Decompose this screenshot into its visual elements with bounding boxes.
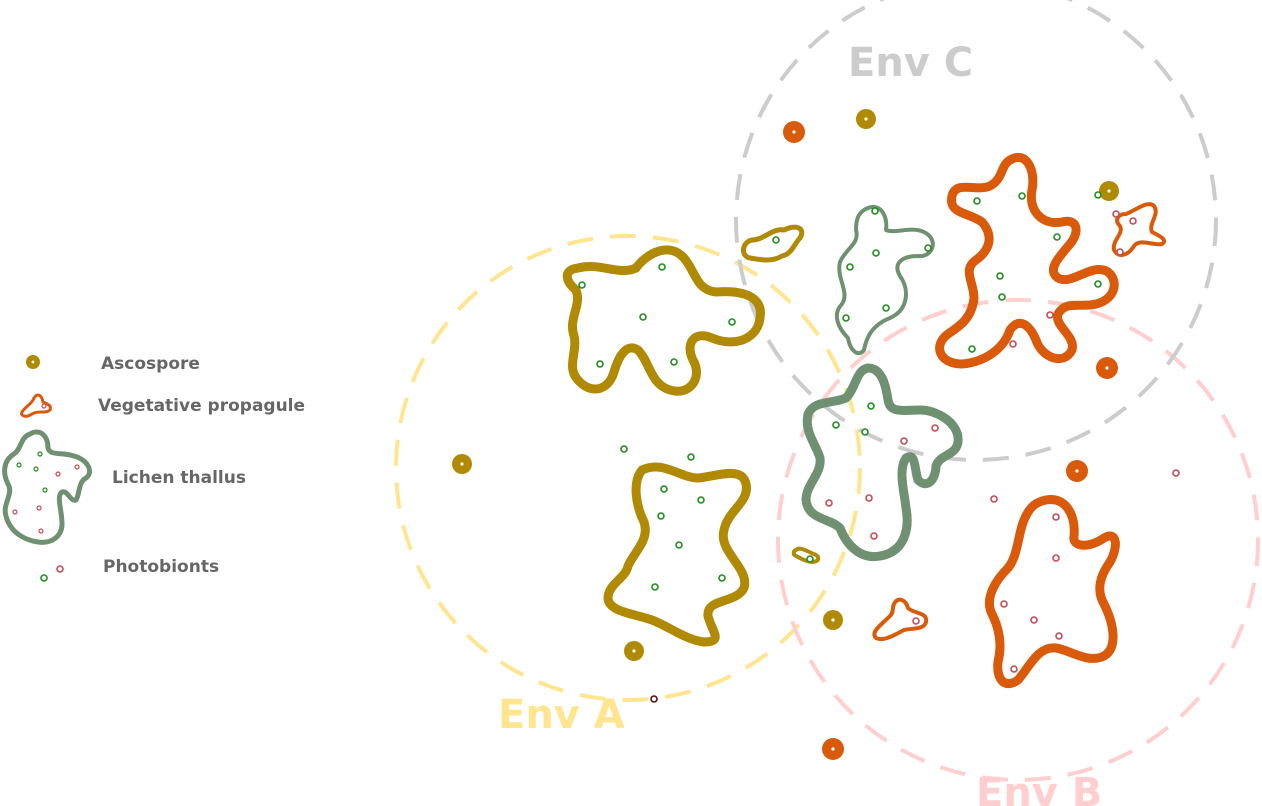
lichen-thallus-green-upper — [834, 204, 935, 356]
ascospore-olive-1 — [856, 109, 876, 129]
vegetative-propagule-orange-bottom — [872, 597, 929, 641]
free-photobiont-dark — [650, 695, 658, 703]
vegetative-propagule-olive-small — [791, 546, 821, 564]
lichen-thallus-olive-upper — [562, 245, 765, 396]
ascospore-olive-3 — [452, 454, 472, 474]
lichen-thallus-olive-lower — [603, 462, 751, 647]
env-c-boundary — [734, 0, 1218, 462]
legend: Ascospore Vegetative propagule Lichen th… — [2, 354, 305, 582]
free-photobiont-red — [1172, 469, 1180, 477]
env-b-label: Env B — [976, 770, 1102, 806]
legend-photobionts-label: Photobionts — [103, 557, 219, 577]
vegetative-propagule-orange-right — [1111, 202, 1167, 257]
ascospore-olive-5 — [823, 610, 843, 630]
vegetative-propagule-icon — [20, 393, 52, 418]
ascospore-olive-4 — [624, 641, 644, 661]
env-a-boundary — [394, 234, 862, 702]
lichen-thallus-orange-upper — [935, 153, 1119, 369]
lichen-thallus-green-lower — [801, 363, 963, 562]
free-photobiont-green — [687, 453, 695, 461]
lichen-thallus-orange-lower — [984, 495, 1120, 689]
ascospore-icon — [26, 355, 40, 369]
legend-propagule-label: Vegetative propagule — [98, 396, 305, 416]
legend-ascospore-label: Ascospore — [101, 354, 200, 374]
free-photobiont-green — [1094, 191, 1102, 199]
ascospore-orange-3 — [1066, 460, 1088, 482]
ascospore-orange-4 — [822, 738, 844, 760]
vegetative-propagule-olive — [741, 224, 805, 263]
ascospore-orange-1 — [783, 121, 805, 143]
env-c-label: Env C — [848, 40, 973, 86]
ascospore-orange-2 — [1096, 357, 1118, 379]
photobionts-icon — [40, 565, 64, 582]
lichen-thallus-icon — [2, 429, 92, 545]
env-a-label: Env A — [498, 692, 625, 738]
env-b-boundary — [776, 298, 1260, 782]
legend-thallus-label: Lichen thallus — [112, 468, 246, 488]
free-photobiont-green — [620, 445, 628, 453]
free-photobiont-red — [990, 495, 998, 503]
ascospore-olive-2 — [1099, 181, 1119, 201]
